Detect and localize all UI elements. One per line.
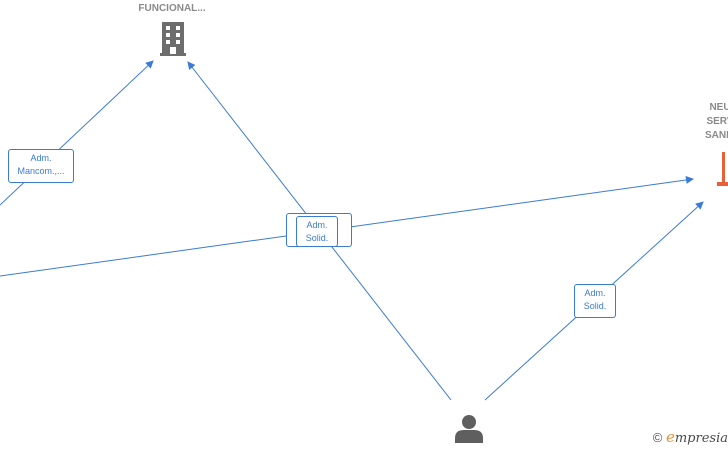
copyright-symbol: ©: [652, 430, 663, 445]
relation-role: Adm.: [306, 220, 328, 230]
relation-label-solid-right[interactable]: Adm. Solid.: [574, 284, 616, 318]
relation-role: Adm.: [584, 288, 606, 298]
company-top-label[interactable]: FUNCIONAL...: [138, 3, 206, 14]
brand-initial: e: [665, 428, 675, 446]
relation-type: Solid.: [305, 233, 329, 243]
person-icon[interactable]: [454, 414, 484, 444]
relation-label-solid-front[interactable]: Adm. Solid.: [296, 216, 338, 247]
building-highlight-icon[interactable]: [717, 152, 728, 186]
relation-role: Adm.: [30, 153, 52, 163]
company-right-label-line-3: SANIT: [705, 130, 728, 141]
relation-type: Solid.: [583, 301, 607, 311]
company-right-label-line-2: SERV: [706, 116, 728, 127]
building-icon[interactable]: [160, 22, 186, 56]
relation-type: Mancom.,...: [17, 166, 65, 176]
empresia-watermark: © empresia: [653, 428, 728, 446]
company-right-label-line-1: NEU: [709, 102, 728, 113]
edge-left-to-top-company: [0, 60, 154, 206]
brand-name: mpresia: [674, 431, 728, 446]
relation-label-mancom[interactable]: Adm. Mancom.,...: [8, 149, 74, 183]
company-right-label[interactable]: NEU SERV SANIT: [690, 101, 728, 143]
